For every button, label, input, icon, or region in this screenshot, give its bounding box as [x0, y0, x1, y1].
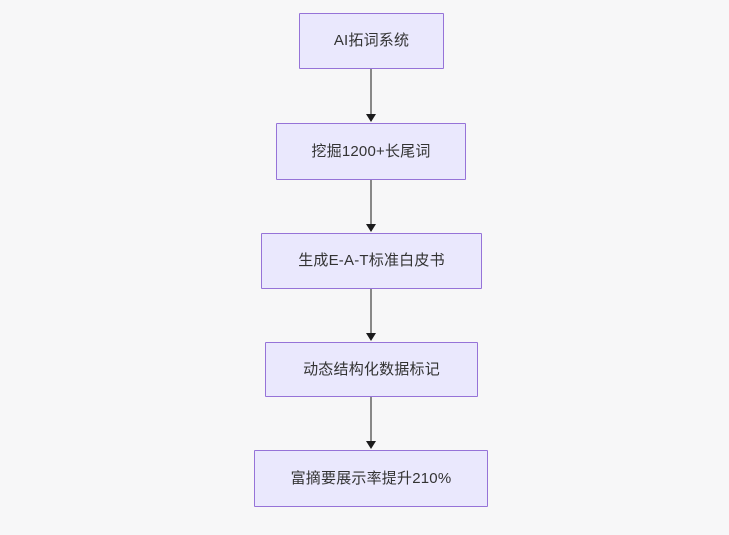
- flow-node-label: 生成E-A-T标准白皮书: [298, 252, 445, 269]
- flow-node-label: 动态结构化数据标记: [303, 360, 440, 378]
- flow-node-label: AI拓词系统: [333, 32, 410, 49]
- flow-node-mine-longtail-keywords[interactable]: 挖掘1200+长尾词: [276, 123, 466, 180]
- flow-connector-3-arrowhead-icon: [366, 333, 376, 341]
- flow-node-rich-snippet-impression-lift[interactable]: 富摘要展示率提升210%: [254, 450, 488, 507]
- flow-node-label: 挖掘1200+长尾词: [311, 142, 431, 160]
- flow-node-dynamic-structured-data-markup[interactable]: 动态结构化数据标记: [265, 342, 478, 397]
- flow-connector-1-arrowhead-icon: [366, 114, 376, 122]
- flow-node-ai-keyword-system[interactable]: AI拓词系统: [299, 13, 444, 69]
- flow-connector-3-shaft: [370, 289, 372, 334]
- flow-connector-4-shaft: [370, 397, 372, 442]
- flow-connector-2-shaft: [370, 180, 372, 225]
- flow-connector-1-shaft: [370, 69, 372, 115]
- flow-connector-2-arrowhead-icon: [366, 224, 376, 232]
- flow-node-generate-eat-whitepaper[interactable]: 生成E-A-T标准白皮书: [261, 233, 482, 289]
- flow-node-label: 富摘要展示率提升210%: [290, 469, 452, 487]
- flow-connector-4-arrowhead-icon: [366, 441, 376, 449]
